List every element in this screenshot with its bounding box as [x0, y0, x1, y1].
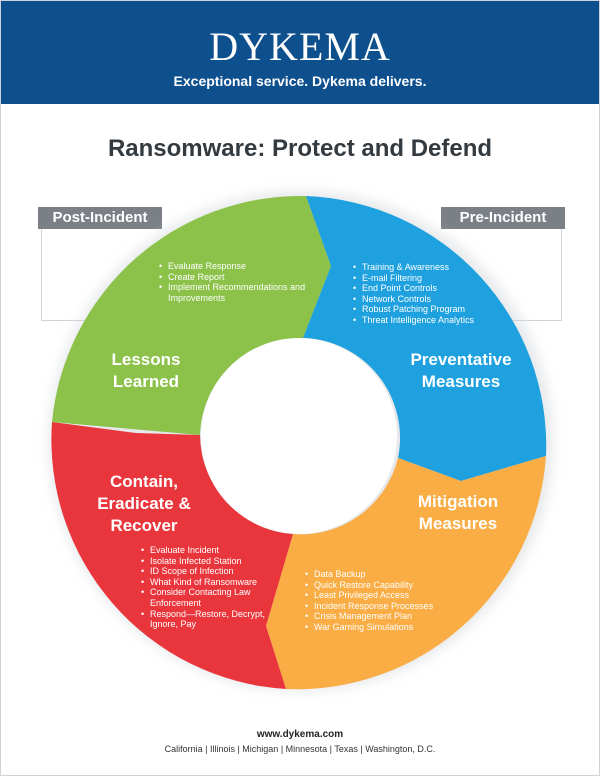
office-locations: California | Illinois | Michigan | Minne… [164, 744, 436, 754]
list-item: War Gaming Simulations [305, 622, 465, 633]
list-item: What Kind of Ransomware [141, 577, 271, 588]
tagline: Exceptional service. Dykema delivers. [173, 73, 427, 89]
list-item: Least Privileged Access [305, 590, 465, 601]
guide-line-left-vertical [41, 229, 42, 321]
list-item: Evaluate Response [159, 261, 309, 272]
list-item: Crisis Management Plan [305, 611, 465, 622]
post-incident-label: Post-Incident [38, 207, 162, 229]
pre-incident-label: Pre-Incident [441, 207, 565, 229]
list-item: Create Report [159, 272, 309, 283]
preventative-measures-title: Preventative Measures [410, 350, 512, 391]
list-item: Respond—Restore, Decrypt, Ignore, Pay [141, 609, 271, 630]
page-title: Ransomware: Protect and Defend [107, 135, 493, 162]
list-item: Incident Response Processes [305, 601, 465, 612]
list-item: Implement Recommendations and Improvemen… [159, 282, 309, 303]
dykema-logo[interactable]: DYKEMA [209, 24, 391, 69]
list-item: Network Controls [353, 294, 503, 305]
list-item: Evaluate Incident [141, 545, 271, 556]
list-item: ID Scope of Infection [141, 566, 271, 577]
mitigation-measures-list: Data Backup Quick Restore Capability Lea… [305, 569, 465, 633]
lessons-learned-title: Lessons Learned [111, 350, 181, 391]
list-item: Training & Awareness [353, 262, 503, 273]
list-item: Consider Contacting Law Enforcement [141, 587, 271, 608]
guide-line-right-vertical [561, 229, 562, 321]
contain-eradicate-recover-list: Evaluate Incident Isolate Infected Stati… [141, 545, 271, 630]
list-item: End Point Controls [353, 283, 503, 294]
list-item: Data Backup [305, 569, 465, 580]
website-link[interactable]: www.dykema.com [256, 729, 344, 740]
list-item: Robust Patching Program [353, 304, 503, 315]
mitigation-measures-title: Mitigation Measures [417, 492, 499, 533]
lessons-learned-list: Evaluate Response Create Report Implemen… [159, 261, 309, 303]
preventative-measures-list: Training & Awareness E-mail Filtering En… [353, 262, 503, 326]
header-banner: DYKEMA Exceptional service. Dykema deliv… [1, 1, 599, 104]
list-item: Threat Intelligence Analytics [353, 315, 503, 326]
segment-lessons-learned[interactable] [52, 195, 331, 435]
list-item: Isolate Infected Station [141, 556, 271, 567]
list-item: E-mail Filtering [353, 273, 503, 284]
list-item: Quick Restore Capability [305, 580, 465, 591]
contain-eradicate-recover-title: Contain, Eradicate & Recover [97, 472, 191, 535]
wheel-center-hole [201, 338, 397, 534]
